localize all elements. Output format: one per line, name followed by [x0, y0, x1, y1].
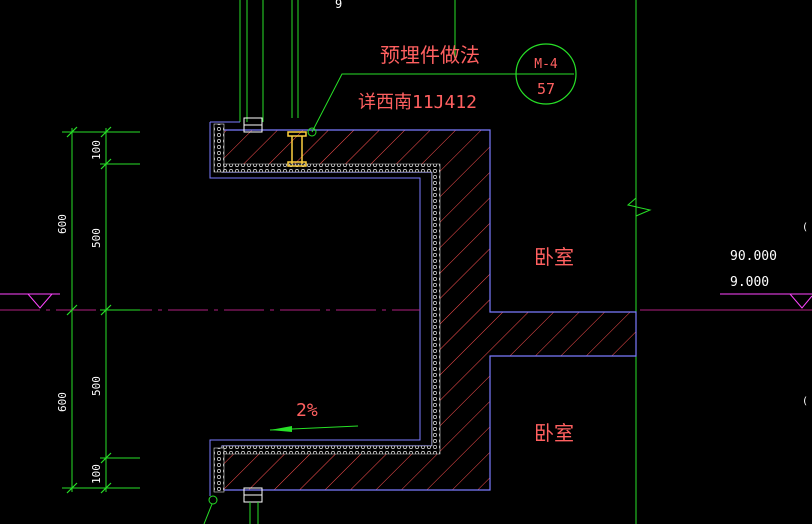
window-sill-bottom	[243, 487, 263, 503]
embedded-part	[287, 131, 307, 167]
insulation-layer	[221, 163, 441, 455]
window-sill-top	[243, 117, 263, 133]
dim-lower-bottom: 100	[90, 464, 103, 484]
outer-outline	[209, 121, 421, 496]
detail-number: 57	[537, 80, 555, 98]
top-clip-text: 9	[335, 0, 342, 11]
dimension-ticks	[66, 126, 112, 494]
detail-bubble: M-4 57	[515, 43, 577, 105]
detail-sheet: M-4	[534, 57, 558, 72]
right-edge-mark-1: (	[802, 222, 808, 233]
room-label-lower: 卧室	[534, 421, 574, 445]
dim-lower-mid: 500	[90, 376, 103, 396]
room-label-upper: 卧室	[534, 245, 574, 269]
note-title: 预埋件做法	[380, 43, 480, 67]
slope-label: 2%	[296, 400, 318, 421]
dim-upper-top: 100	[90, 140, 103, 160]
elevation-level-1: 90.000	[730, 249, 777, 264]
elevation-level-2: 9.000	[730, 275, 769, 290]
level-symbol-right	[720, 293, 812, 309]
note-leader	[311, 73, 520, 133]
window-frame-top	[239, 0, 299, 122]
right-edge-mark-2: (	[802, 396, 808, 407]
insulation-bottom-left	[213, 447, 225, 493]
leader-dot-bottom	[208, 495, 218, 505]
slope-arrow	[269, 425, 359, 432]
level-symbol-left	[0, 293, 60, 309]
insulation-top-left	[213, 123, 225, 173]
break-symbol	[626, 197, 652, 217]
dim-upper-total: 600	[56, 214, 69, 234]
leader-bottom	[203, 503, 213, 524]
leader-dot	[307, 127, 317, 137]
note-ref: 详西南11J412	[358, 92, 477, 113]
dim-lower-total: 600	[56, 392, 69, 412]
dim-upper-mid: 500	[90, 228, 103, 248]
